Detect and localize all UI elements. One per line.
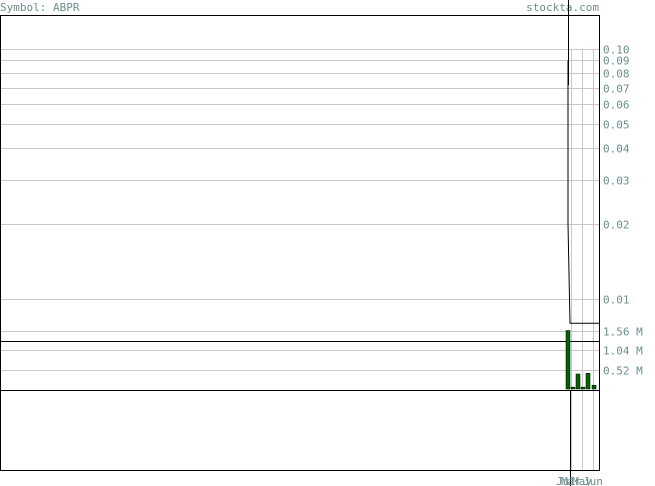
chart-frame (0, 15, 600, 471)
price-tick-label: 0.08 (603, 68, 630, 81)
price-tick-label: 0.05 (603, 119, 630, 132)
price-line (567, 0, 599, 486)
price-tick-labels: 0.100.090.08 0.07 0.06 0.05 0.04 0.03 0.02 0.01 (603, 44, 630, 307)
price-series-line (567, 60, 599, 324)
price-tick-label: 0.03 (603, 175, 630, 188)
price-tick-label: 0.09 (603, 55, 630, 68)
volume-bars (565, 330, 597, 390)
price-tick-label: 0.06 (603, 99, 630, 112)
price-tick-label: 0.01 (603, 294, 630, 307)
price-tick-label: 0.02 (603, 219, 630, 232)
volume-bar (580, 386, 586, 390)
vertical-grid (571, 49, 594, 470)
volume-bar (575, 373, 581, 390)
price-tick-label: 0.10 (603, 44, 630, 57)
volume-bar (565, 330, 571, 390)
symbol-label: Symbol: ABPR (0, 1, 80, 14)
volume-tick-label: 1.56 M (603, 326, 643, 339)
volume-tick-labels: 1.56 M 1.04 M 0.52 M (603, 326, 643, 378)
price-tick-label: 0.07 (603, 83, 630, 96)
x-tick-label: Mar (561, 475, 581, 486)
x-tick-label: Jul (556, 475, 576, 486)
volume-bar (585, 373, 591, 390)
volume-bar (591, 385, 597, 390)
volume-bar (570, 386, 576, 390)
volume-tick-label: 1.04 M (603, 345, 643, 358)
panel-borders (0, 15, 600, 471)
volume-grid (0, 331, 599, 371)
site-label: stockta.com (526, 1, 599, 14)
x-tick-label: May (572, 475, 592, 486)
volume-tick-label: 0.52 M (603, 365, 643, 378)
price-grid (0, 49, 599, 300)
x-tick-label: Jun (583, 475, 603, 486)
price-tick-label: 0.04 (603, 143, 630, 156)
